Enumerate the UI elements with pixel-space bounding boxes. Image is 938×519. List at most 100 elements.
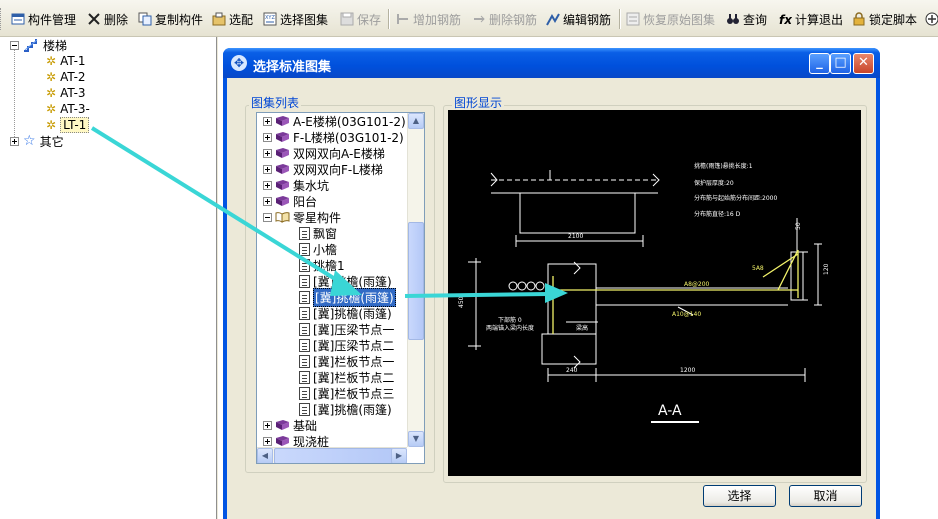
- atlas-item-label: 挑檐1: [313, 258, 345, 273]
- drawing-text: 挑檐(雨篷)悬挑长度:1 保护层厚度:20 分布筋与起始筋分布间距:2000 分…: [458, 162, 830, 419]
- copy-component-button[interactable]: 复制构件: [138, 10, 203, 28]
- delete-button[interactable]: 删除: [87, 10, 128, 28]
- close-button[interactable]: ✕: [853, 53, 874, 74]
- atlas-list-item[interactable]: 双网双向A-E楼梯: [263, 145, 385, 161]
- query-button[interactable]: 查询: [726, 10, 767, 28]
- tree-node-label: AT-1: [60, 54, 86, 68]
- save-button[interactable]: 保存: [340, 10, 381, 28]
- book-icon: [276, 420, 289, 430]
- atlas-list-item[interactable]: 现浇桩: [263, 433, 329, 449]
- atlas-list-item[interactable]: 挑檐1: [299, 257, 345, 273]
- remove-rebar-button[interactable]: 删除钢筋: [472, 10, 537, 28]
- lock-icon: [853, 12, 865, 26]
- select-atlas-button[interactable]: XYZ 选择图集: [263, 10, 328, 28]
- dim-label: 120: [823, 263, 830, 275]
- tree-node-stairs[interactable]: 楼梯: [10, 37, 67, 53]
- add-rebar-button[interactable]: 增加钢筋: [396, 10, 461, 28]
- atlas-list-item[interactable]: [冀]栏板节点二: [299, 369, 394, 385]
- copy-component-label: 复制构件: [155, 12, 204, 27]
- expand-toggle[interactable]: [263, 420, 272, 430]
- rebar-lines: [552, 249, 799, 334]
- scroll-right-button[interactable]: ▶: [391, 448, 407, 463]
- calc-exit-button[interactable]: fx 计算退出: [778, 10, 843, 28]
- tree-node-at3-dash[interactable]: ✲ AT-3-: [46, 101, 90, 117]
- gear-icon: ✲: [46, 70, 57, 84]
- select-atlas-dialog: ✥ 选择标准图集 _ □ ✕ 图集列表 A-E楼梯(03G101-2)F-L楼梯…: [223, 48, 880, 519]
- expand-toggle[interactable]: [263, 164, 272, 174]
- expand-toggle[interactable]: [263, 196, 272, 206]
- atlas-tree-list[interactable]: A-E楼梯(03G101-2)F-L楼梯(03G101-2)双网双向A-E楼梯双…: [256, 112, 425, 464]
- tree-node-at3[interactable]: ✲ AT-3: [46, 85, 86, 101]
- book-icon: [276, 180, 289, 190]
- tree-node-other[interactable]: ☆ 其它: [10, 133, 64, 149]
- save-icon: [340, 12, 354, 26]
- more-button[interactable]: [925, 10, 938, 28]
- component-manage-button[interactable]: 构件管理: [11, 10, 76, 28]
- atlas-item-label: 集水坑: [293, 178, 330, 193]
- atlas-list-item[interactable]: [冀]栏板节点三: [299, 385, 394, 401]
- atlas-list-item[interactable]: [冀]挑檐(雨篷): [299, 287, 396, 307]
- collapse-toggle[interactable]: [263, 212, 272, 222]
- atlas-list-group-label: 图集列表: [249, 94, 302, 111]
- dialog-titlebar[interactable]: ✥ 选择标准图集 _ □ ✕: [223, 48, 880, 78]
- atlas-list-item[interactable]: [冀]挑檐(雨篷): [299, 305, 392, 321]
- dialog-app-icon: ✥: [231, 55, 247, 71]
- tree-node-at1[interactable]: ✲ AT-1: [46, 53, 86, 69]
- document-icon: [299, 226, 310, 240]
- document-icon: [299, 258, 310, 272]
- maximize-icon: □: [834, 55, 847, 70]
- maximize-button[interactable]: □: [830, 53, 851, 74]
- select-atlas-label: 选择图集: [280, 12, 329, 27]
- scroll-h-thumb[interactable]: [274, 448, 400, 463]
- scroll-down-button[interactable]: ▼: [408, 431, 424, 447]
- drawing-text-note: 下部筋 0: [498, 316, 522, 324]
- expand-toggle[interactable]: [263, 436, 272, 446]
- scroll-thumb[interactable]: [408, 222, 424, 340]
- atlas-list-item[interactable]: 零星构件: [263, 209, 341, 225]
- restore-atlas-label: 恢复原始图集: [643, 12, 716, 27]
- tree-node-at2[interactable]: ✲ AT-2: [46, 69, 86, 85]
- expand-toggle[interactable]: [263, 116, 272, 126]
- toolbar-grip[interactable]: [0, 8, 4, 30]
- vertical-scrollbar[interactable]: ▲ ▼: [407, 113, 424, 447]
- dim-label: 2100: [568, 233, 583, 240]
- atlas-list-item[interactable]: 飘窗: [299, 225, 337, 241]
- restore-atlas-button[interactable]: 恢复原始图集: [626, 10, 715, 28]
- horizontal-scrollbar[interactable]: ◀ ▶: [257, 447, 407, 463]
- atlas-list-item[interactable]: A-E楼梯(03G101-2): [263, 113, 406, 129]
- atlas-list-item[interactable]: 基础: [263, 417, 317, 433]
- expand-toggle[interactable]: [263, 180, 272, 190]
- atlas-list-item[interactable]: [冀]压梁节点二: [299, 337, 394, 353]
- collapse-toggle[interactable]: [10, 40, 19, 50]
- select-match-button[interactable]: 选配: [212, 10, 253, 28]
- select-button[interactable]: 选择: [703, 485, 776, 507]
- edit-rebar-button[interactable]: 编辑钢筋: [546, 10, 611, 28]
- atlas-list-item[interactable]: [冀]挑檐(雨篷): [299, 401, 392, 417]
- atlas-list-item[interactable]: 小檐: [299, 241, 337, 257]
- plus-circle-icon: [925, 12, 938, 26]
- atlas-list-item[interactable]: 阳台: [263, 193, 317, 209]
- delete-icon: [88, 13, 100, 25]
- atlas-list-item[interactable]: [冀]压梁节点一: [299, 321, 394, 337]
- scroll-up-button[interactable]: ▲: [408, 113, 424, 129]
- atlas-list-item[interactable]: [冀]栏板节点一: [299, 353, 394, 369]
- cancel-button[interactable]: 取消: [789, 485, 862, 507]
- document-icon: [299, 290, 310, 304]
- tree-node-lt1[interactable]: ✲ LT-1: [46, 117, 90, 133]
- query-label: 查询: [743, 12, 768, 27]
- atlas-list-item[interactable]: 集水坑: [263, 177, 329, 193]
- dialog-title: 选择标准图集: [253, 60, 332, 75]
- atlas-list-item[interactable]: 双网双向F-L楼梯: [263, 161, 383, 177]
- expand-toggle[interactable]: [263, 148, 272, 158]
- drawing-canvas[interactable]: 挑檐(雨篷)悬挑长度:1 保护层厚度:20 分布筋与起始筋分布间距:2000 分…: [448, 110, 861, 476]
- document-icon: [299, 354, 310, 368]
- lock-script-button[interactable]: 锁定脚本: [852, 10, 917, 28]
- scroll-left-button[interactable]: ◀: [257, 448, 273, 463]
- book-icon: [276, 132, 289, 142]
- atlas-list-item[interactable]: F-L楼梯(03G101-2): [263, 129, 404, 145]
- expand-toggle[interactable]: [10, 136, 19, 146]
- expand-toggle[interactable]: [263, 132, 272, 142]
- minimize-button[interactable]: _: [809, 53, 830, 74]
- stairs-icon: [24, 39, 38, 52]
- atlas-list-group: [245, 105, 435, 473]
